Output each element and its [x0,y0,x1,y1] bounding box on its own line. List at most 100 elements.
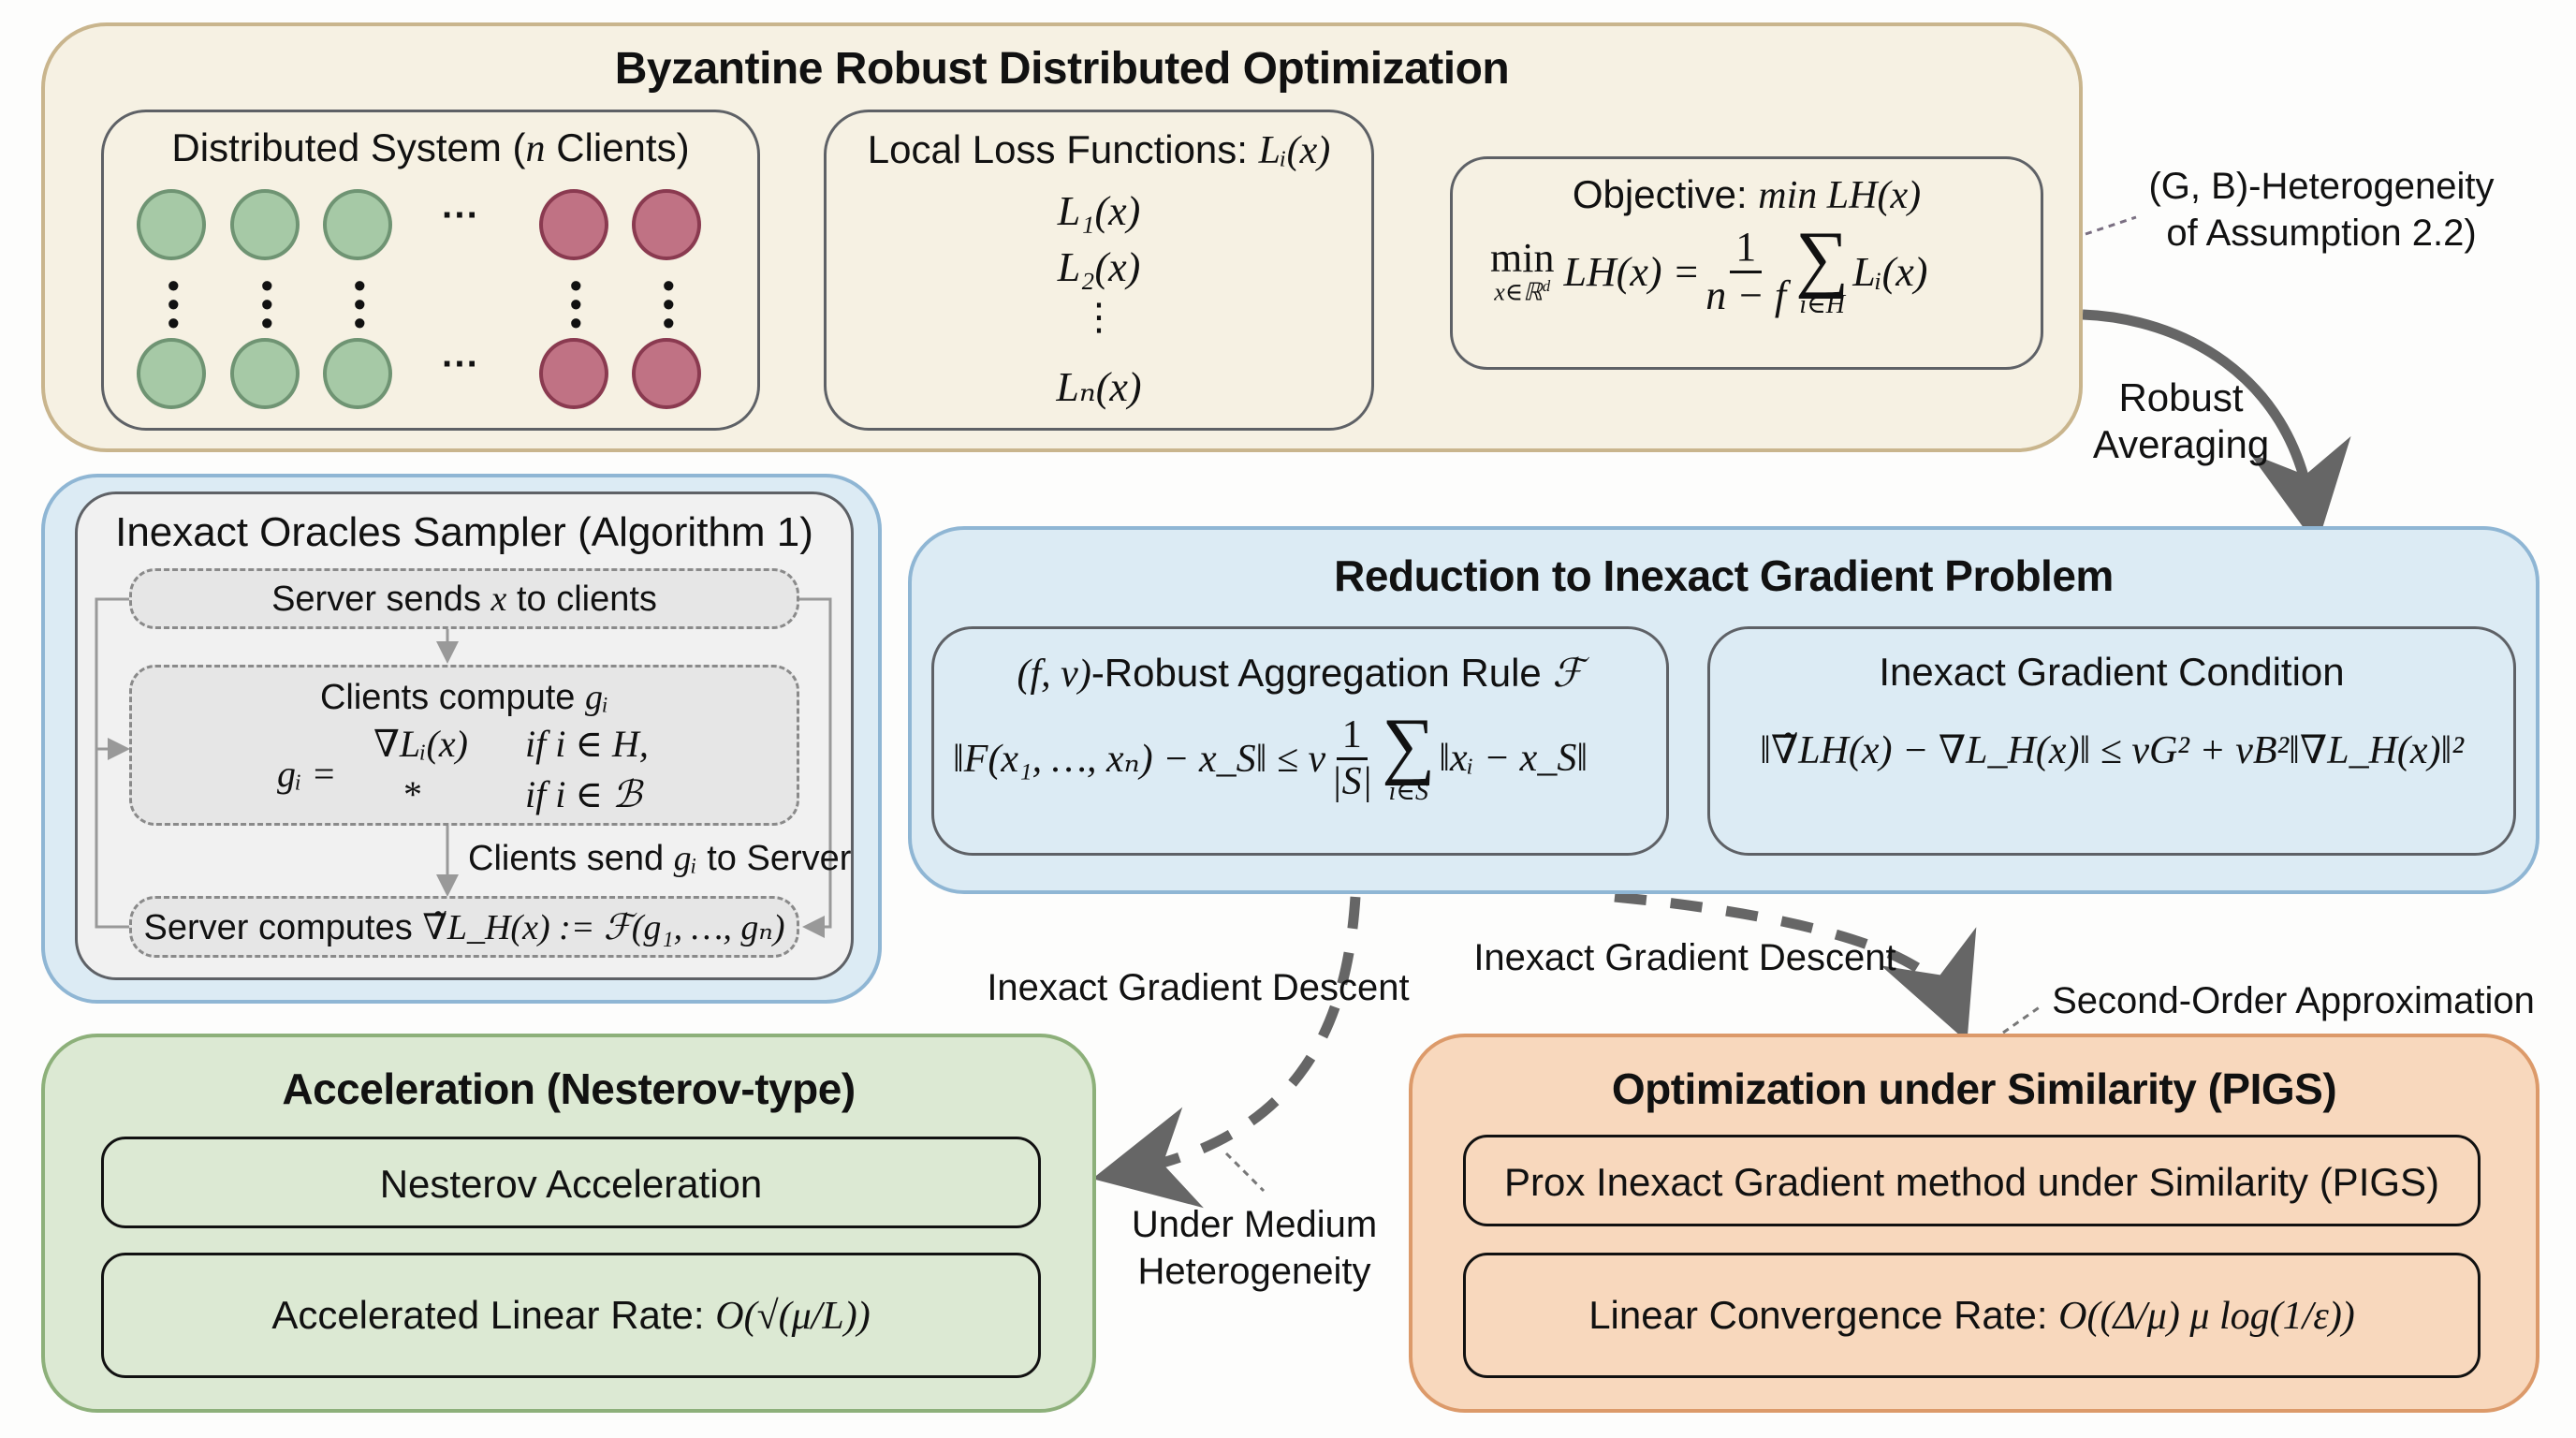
distributed-title-var: n [525,127,546,170]
heterogeneity-leader-line [2085,215,2137,236]
step1-suffix: to clients [506,580,657,619]
byzantine-client-node [632,189,701,260]
second-order-label: Second-Order Approximation [2052,980,2535,1021]
step1-text: Server sends x to clients [132,579,797,620]
aggregation-title: (f, ν)-Robust Aggregation Rule ℱ [934,650,1666,697]
objective-min: min [1490,235,1555,282]
aggregation-sum: ∑ i∈S [1382,704,1436,806]
case1-condition: if i ∈ H, [525,723,649,765]
aggregation-title-text: -Robust Aggregation Rule [1090,651,1553,695]
objective-rhs: Lᵢ(x) [1852,248,1928,295]
honest-client-node [323,189,392,260]
medium-heterogeneity-label: Under Medium Heterogeneity [1119,1201,1390,1295]
top-title: Byzantine Robust Distributed Optimizatio… [614,44,1510,94]
case2-condition: if i ∈ ℬ [525,773,642,815]
objective-sum: ∑ i∈H [1795,217,1850,319]
case2-value: * [403,773,422,815]
step3-text: Server computes ∇̃L_H(x) := ℱ(g₁, …, gₙ) [132,906,797,948]
robust-averaging-arrow [2082,309,2351,547]
medium-line2: Heterogeneity [1137,1251,1371,1292]
nesterov-label: Nesterov Acceleration [379,1162,763,1206]
ellipsis: ··· [442,195,479,236]
honest-client-node [323,338,392,409]
pigs-title: Optimization under Similarity (PIGS) [1611,1064,2337,1113]
objective-frac-num: 1 [1730,224,1763,273]
local-loss-vdots: ⋮ [1080,297,1118,338]
local-loss-item: Lₙ(x) [1056,364,1142,410]
step2-title: Clients compute gᵢ [132,677,797,718]
igd-right-label: Inexact Gradient Descent [1473,937,1896,978]
objective-domain-dim: d [1542,277,1551,296]
case1-value: ∇Lᵢ(x) [373,723,468,765]
sampler-title: Inexact Oracles Sampler (Algorithm 1) [115,509,813,555]
nesterov-acceleration-item: Nesterov Acceleration [101,1137,1041,1228]
send-suffix: to Server [696,839,852,878]
objective-lhs: LH(x) = [1563,248,1701,295]
local-loss-panel: Local Loss Functions: Lᵢ(x) L₁(x) L₂(x) … [824,110,1374,431]
objective-domain-set: x∈ℝ [1494,278,1543,306]
objective-sum-index: i∈H [1799,290,1846,319]
local-loss-item: L₂(x) [1057,244,1141,290]
heterogeneity-line1: (G, B)-Heterogeneity [2148,166,2495,207]
local-loss-title-text: Local Loss Functions: [867,127,1259,171]
honest-client-node [230,189,300,260]
pigs-rate-label: Linear Convergence Rate: [1588,1293,2059,1337]
robust-line1: Robust [2118,375,2244,419]
reduction-title: Reduction to Inexact Gradient Problem [1334,551,2114,600]
local-loss-title-math: Lᵢ(x) [1258,129,1331,172]
honest-client-node [230,338,300,409]
honest-client-node [137,338,206,409]
objective-fraction: 1 n − f [1705,224,1787,318]
medium-line1: Under Medium [1131,1204,1378,1245]
distributed-title-suffix: Clients) [545,125,690,169]
pigs-method-label: Prox Inexact Gradient method under Simil… [1503,1160,2440,1204]
robust-line2: Averaging [2092,422,2270,466]
objective-frac-den: n − f [1705,271,1787,318]
step2-label: Clients compute [319,678,585,717]
distributed-system-title: Distributed System (n Clients) [104,125,757,171]
pigs-rate-item: Linear Convergence Rate: O((Δ/μ) μ log(1… [1463,1253,2481,1378]
byzantine-client-node [539,189,608,260]
step2-var: gᵢ [585,678,609,717]
local-loss-item: L₁(x) [1057,188,1141,234]
objective-min-domain: x∈ℝd [1494,277,1551,306]
medium-heterogeneity-leader-line [1224,1152,1266,1193]
local-loss-title: Local Loss Functions: Lᵢ(x) [827,127,1371,173]
pigs-panel: Optimization under Similarity (PIGS) [1409,1034,2539,1413]
send-text: Clients send [468,839,674,878]
send-label: Clients send gᵢ to Server [468,838,851,879]
aggregation-fraction: 1 |S| [1331,713,1372,802]
igd-left-label: Inexact Gradient Descent [987,967,1410,1008]
aggregation-formula: ‖F(x₁, …, xₙ) − x_S‖ ≤ ν 1 |S| ∑ i∈S ‖xᵢ… [953,704,1588,806]
aggregation-frac-den: |S| [1331,759,1373,803]
step-server-computes: Server computes ∇̃L_H(x) := ℱ(g₁, …, gₙ) [129,896,799,958]
acceleration-panel: Acceleration (Nesterov-type) [41,1034,1096,1413]
objective-title-text: Objective: [1572,172,1759,216]
byzantine-client-node [632,338,701,409]
objective-panel: Objective: min LH(x) min x∈ℝd LH(x) = 1 … [1450,156,2043,370]
objective-formula: min x∈ℝd LH(x) = 1 n − f ∑ i∈H Lᵢ(x) [1490,217,1928,319]
pigs-rate-math: O((Δ/μ) μ log(1/ε)) [2058,1295,2355,1338]
aggregation-frac-num: 1 [1336,713,1368,760]
aggregation-title-math: (f, ν) [1017,653,1091,696]
step1-var: x [490,580,507,619]
heterogeneity-line2: of Assumption 2.2) [2166,213,2477,254]
accelerated-rate-label: Accelerated Linear Rate: [271,1293,716,1337]
distributed-title-prefix: Distributed System ( [171,125,526,169]
distributed-system-panel: Distributed System (n Clients) [101,110,760,431]
igd-right-arrow [1614,891,1977,1042]
heterogeneity-annotation: (G, B)-Heterogeneity of Assumption 2.2) [2125,163,2518,257]
step1-label: Server sends [271,580,491,619]
acceleration-title: Acceleration (Nesterov-type) [282,1064,856,1113]
honest-client-node [137,189,206,260]
second-order-leader-line [2002,1005,2042,1034]
aggregation-rhs: ‖xᵢ − x_S‖ [1439,737,1588,780]
accelerated-rate-item: Accelerated Linear Rate: O(√(μ/L)) [101,1253,1041,1378]
aggregation-title-symbol: ℱ [1552,653,1584,696]
pigs-rate-text: Linear Convergence Rate: O((Δ/μ) μ log(1… [1466,1293,2478,1339]
accelerated-rate-text: Accelerated Linear Rate: O(√(μ/L)) [104,1293,1038,1339]
inexact-gradient-condition-panel: Inexact Gradient Condition ‖∇̃LH(x) − ∇L… [1707,626,2516,856]
step3-math: ∇̃L_H(x) := ℱ(g₁, …, gₙ) [422,908,785,947]
